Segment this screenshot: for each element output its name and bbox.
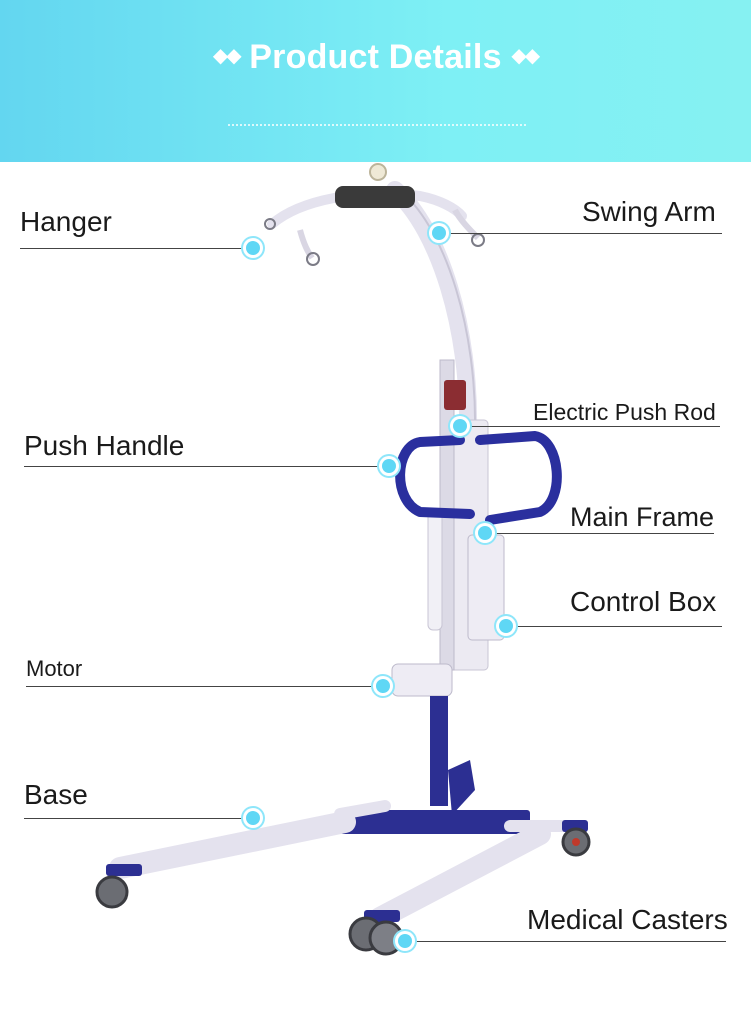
marker-control-box [499,619,513,633]
rule-electric-push-rod [465,426,720,427]
push-handle-shape [395,431,562,525]
label-medical-casters: Medical Casters [527,904,728,935]
marker-medical-casters [398,934,412,948]
hanger-ring-left [306,252,320,266]
hanger-hook [369,163,387,181]
base-leg-back [334,800,391,820]
foot-pedal [448,760,475,815]
rod-clamp [444,380,466,410]
header-title-row: ◆◆ Product Details ◆◆ [0,38,751,77]
label-motor: Motor [26,656,83,681]
marker-base [246,811,260,825]
caster-brake-right [572,838,580,846]
label-base: Base [24,779,88,810]
label-electric-push-rod: Electric Push Rod [533,399,716,425]
rule-base [24,818,246,819]
marker-electric-push-rod [453,419,467,433]
rule-control-box [512,626,722,627]
rule-motor [26,686,376,687]
marker-push-handle [382,459,396,473]
motor-shape [391,663,453,697]
rod-cover [427,509,443,631]
page-title: Product Details [249,38,502,76]
rule-swing-arm [446,233,722,234]
label-main-frame: Main Frame [570,502,715,532]
patient-lift-illustration [95,163,591,956]
marker-main-frame [478,526,492,540]
hanger-ring-end [264,218,276,230]
diamond-ornament-right: ◆◆ [511,45,540,67]
base-leg-left [109,811,356,879]
hanger-hook-left [297,229,315,260]
label-swing-arm: Swing Arm [582,196,716,227]
hanger-ring-right [471,233,485,247]
header-dotted-divider [228,124,526,126]
caster-mount-left [106,864,142,876]
caster-wheel-left [95,875,129,909]
rule-main-frame [490,533,714,534]
header-banner: ◆◆ Product Details ◆◆ [0,0,751,162]
label-hanger: Hanger [20,206,112,237]
label-control-box: Control Box [570,586,717,617]
rule-hanger [20,248,248,249]
rule-medical-casters [410,941,726,942]
rule-push-handle [24,466,382,467]
base-leg-front [369,823,551,929]
base-bracket [340,810,530,834]
hanger-pad [335,186,415,208]
marker-swing-arm [432,226,446,240]
swing-arm-shape [386,181,478,439]
marker-motor [376,679,390,693]
lower-mast [430,696,448,806]
label-push-handle: Push Handle [24,430,185,461]
caster-wheel-front-b [368,920,404,956]
hanger-hook-right [452,208,481,241]
swing-arm-shade [401,191,477,433]
diamond-ornament-left: ◆◆ [212,45,242,67]
marker-hanger [246,241,260,255]
